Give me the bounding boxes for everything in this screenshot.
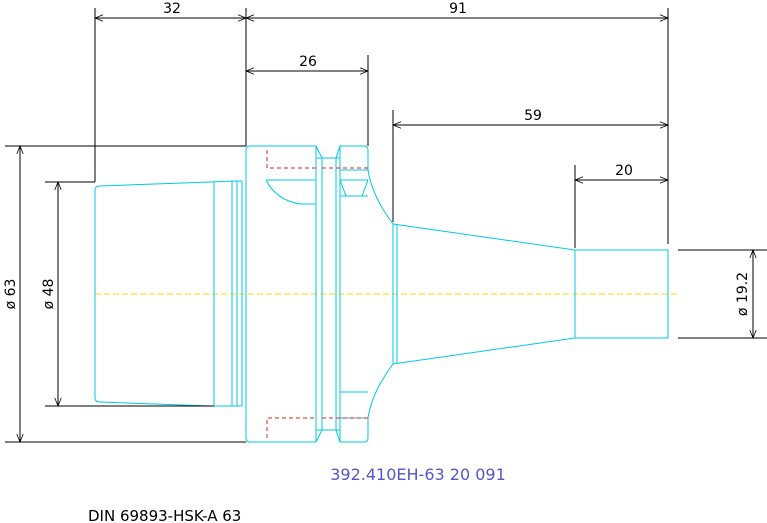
dimension-91: 91: [449, 1, 467, 17]
dimension-59: 59: [524, 108, 542, 124]
dimension-20: 20: [615, 163, 633, 179]
dimension-26: 26: [299, 54, 317, 70]
dimension-32: 32: [163, 1, 181, 17]
dimension-lines: [5, 8, 767, 442]
part-outline: [94, 145, 669, 443]
dimension-dia-48: ø 48: [41, 279, 57, 310]
cone-extension: [392, 223, 576, 365]
standard-label: DIN 69893-HSK-A 63: [88, 507, 241, 523]
part-number: 392.410EH-63 20 091: [330, 465, 506, 484]
flange: [245, 145, 394, 443]
cylindrical-tip: [575, 249, 669, 339]
dimension-dia-63: ø 63: [3, 279, 19, 310]
hsk-shank: [94, 180, 243, 407]
dimension-dia-19-2: ø 19.2: [735, 272, 751, 316]
hidden-lines: [266, 150, 368, 438]
